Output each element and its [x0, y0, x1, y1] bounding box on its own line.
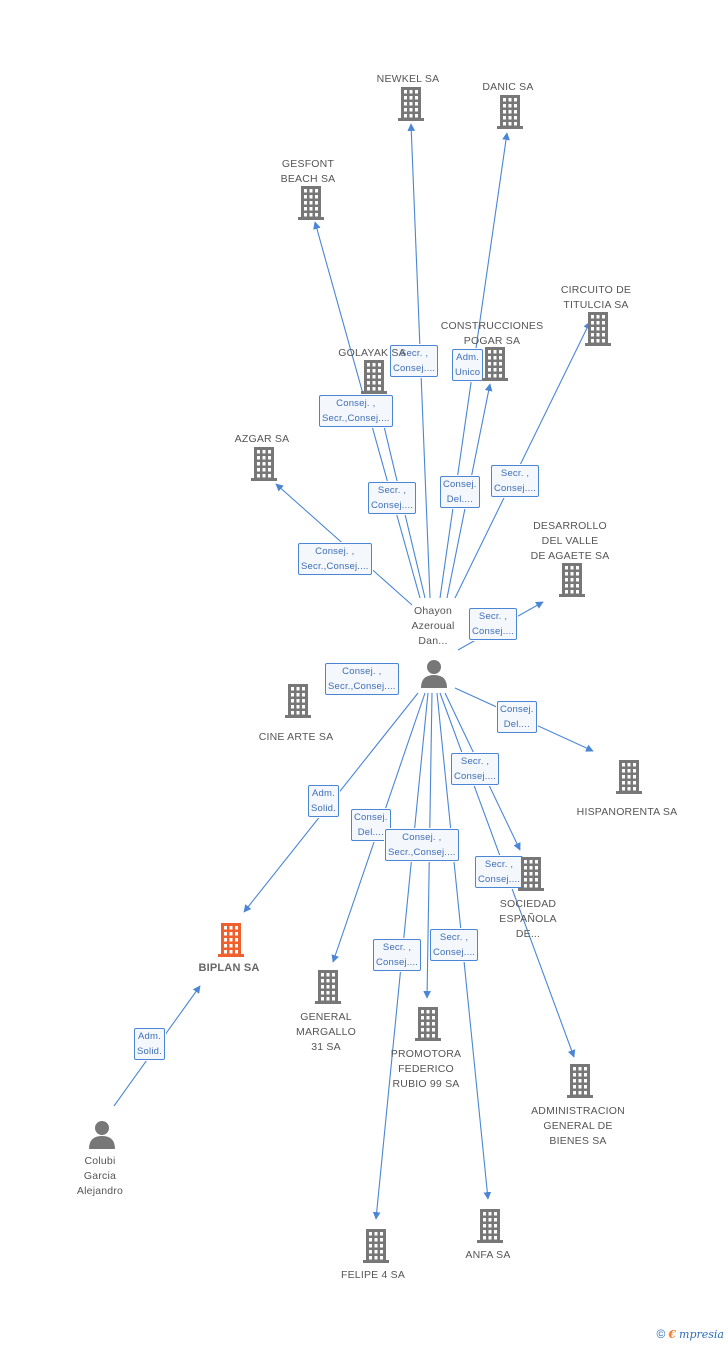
building-icon-azgar[interactable] — [251, 447, 277, 481]
building-icon-hispanorenta[interactable] — [616, 760, 642, 794]
relation-label-golayak[interactable]: Secr. , Consej.... — [368, 482, 417, 514]
relation-label-biplan[interactable]: Adm. Solid. — [134, 1028, 165, 1060]
relation-label-azgar[interactable]: Consej. , Secr.,Consej.... — [298, 543, 372, 575]
building-icon-felipe[interactable] — [363, 1229, 389, 1263]
node-label-hispanorenta[interactable]: HISPANORENTA SA — [576, 806, 678, 818]
node-label-construcciones[interactable]: CONSTRUCCIONES POGAR SA — [440, 320, 544, 347]
node-label-azgar[interactable]: AZGAR SA — [234, 433, 290, 445]
brand-name: mpresia — [679, 1327, 724, 1341]
building-icon-administracion[interactable] — [567, 1064, 593, 1098]
relation-label-anfa[interactable]: Secr. , Consej.... — [430, 929, 479, 961]
relation-label-danic[interactable]: Adm. Unico — [452, 349, 484, 381]
building-icon-anfa[interactable] — [477, 1209, 503, 1243]
node-label-ohayon[interactable]: Ohayon Azeroual Dan... — [411, 605, 455, 647]
node-label-gesfont[interactable]: GESFONT BEACH SA — [280, 158, 336, 185]
relation-label-administracion[interactable]: Secr. , Consej.... — [475, 856, 524, 888]
node-label-felipe[interactable]: FELIPE 4 SA — [340, 1269, 406, 1281]
node-label-cine[interactable]: CINE ARTE SA — [258, 731, 334, 743]
building-icon-promotora[interactable] — [415, 1007, 441, 1041]
person-icon-colubi[interactable] — [87, 1119, 117, 1149]
building-icon-cine[interactable] — [285, 684, 311, 718]
relation-label-promotora[interactable]: Consej. , Secr.,Consej.... — [385, 829, 459, 861]
empresia-brand: © €mpresia — [657, 1327, 724, 1341]
person-icon-ohayon[interactable] — [419, 658, 449, 688]
building-icon-biplan[interactable] — [218, 923, 244, 957]
building-icon-circuito[interactable] — [585, 312, 611, 346]
node-label-golayak[interactable]: GOLAYAK SA — [338, 347, 406, 359]
building-icon-gesfont[interactable] — [298, 186, 324, 220]
relation-label-newkel[interactable]: Secr. , Consej.... — [390, 345, 439, 377]
relation-label-gesfont[interactable]: Consej. , Secr.,Consej.... — [319, 395, 393, 427]
relation-label-cine[interactable]: Consej. , Secr.,Consej.... — [325, 663, 399, 695]
building-icon-desarrollo[interactable] — [559, 563, 585, 597]
building-icon-danic[interactable] — [497, 95, 523, 129]
node-label-administracion[interactable]: ADMINISTRACION GENERAL DE BIENES SA — [531, 1105, 625, 1147]
building-icon-construcciones[interactable] — [482, 347, 508, 381]
node-label-anfa[interactable]: ANFA SA — [465, 1249, 511, 1261]
edge-ohayon-circuito — [454, 321, 591, 599]
node-label-circuito[interactable]: CIRCUITO DE TITULCIA SA — [560, 284, 632, 311]
node-label-newkel[interactable]: NEWKEL SA — [376, 73, 440, 85]
relation-label-hispanorenta[interactable]: Consej. Del.... — [497, 701, 537, 733]
node-label-desarrollo[interactable]: DESARROLLO DEL VALLE DE AGAETE SA — [530, 520, 610, 562]
node-label-danic[interactable]: DANIC SA — [482, 81, 534, 93]
relation-label-circuito[interactable]: Secr. , Consej.... — [491, 465, 540, 497]
relation-label-felipe[interactable]: Secr. , Consej.... — [373, 939, 422, 971]
building-icon-golayak[interactable] — [361, 360, 387, 394]
brand-initial: € — [668, 1327, 677, 1341]
copyright-icon: © — [656, 1327, 666, 1341]
building-icon-sociedad[interactable] — [518, 857, 544, 891]
relation-label-construcciones[interactable]: Consej. Del.... — [440, 476, 480, 508]
relation-label-biplan[interactable]: Adm. Solid. — [308, 785, 339, 817]
relation-label-general[interactable]: Consej. Del.... — [351, 809, 391, 841]
node-label-sociedad[interactable]: SOCIEDAD ESPAÑOLA DE... — [499, 898, 557, 940]
relation-label-sociedad[interactable]: Secr. , Consej.... — [451, 753, 500, 785]
building-icon-general[interactable] — [315, 970, 341, 1004]
building-icon-newkel[interactable] — [398, 87, 424, 121]
relation-label-desarrollo[interactable]: Secr. , Consej.... — [469, 608, 518, 640]
node-label-general[interactable]: GENERAL MARGALLO 31 SA — [296, 1011, 356, 1053]
node-label-biplan[interactable]: BIPLAN SA — [198, 962, 260, 974]
node-label-promotora[interactable]: PROMOTORA FEDERICO RUBIO 99 SA — [390, 1048, 462, 1090]
node-label-colubi[interactable]: Colubi Garcia Alejandro — [76, 1155, 124, 1197]
